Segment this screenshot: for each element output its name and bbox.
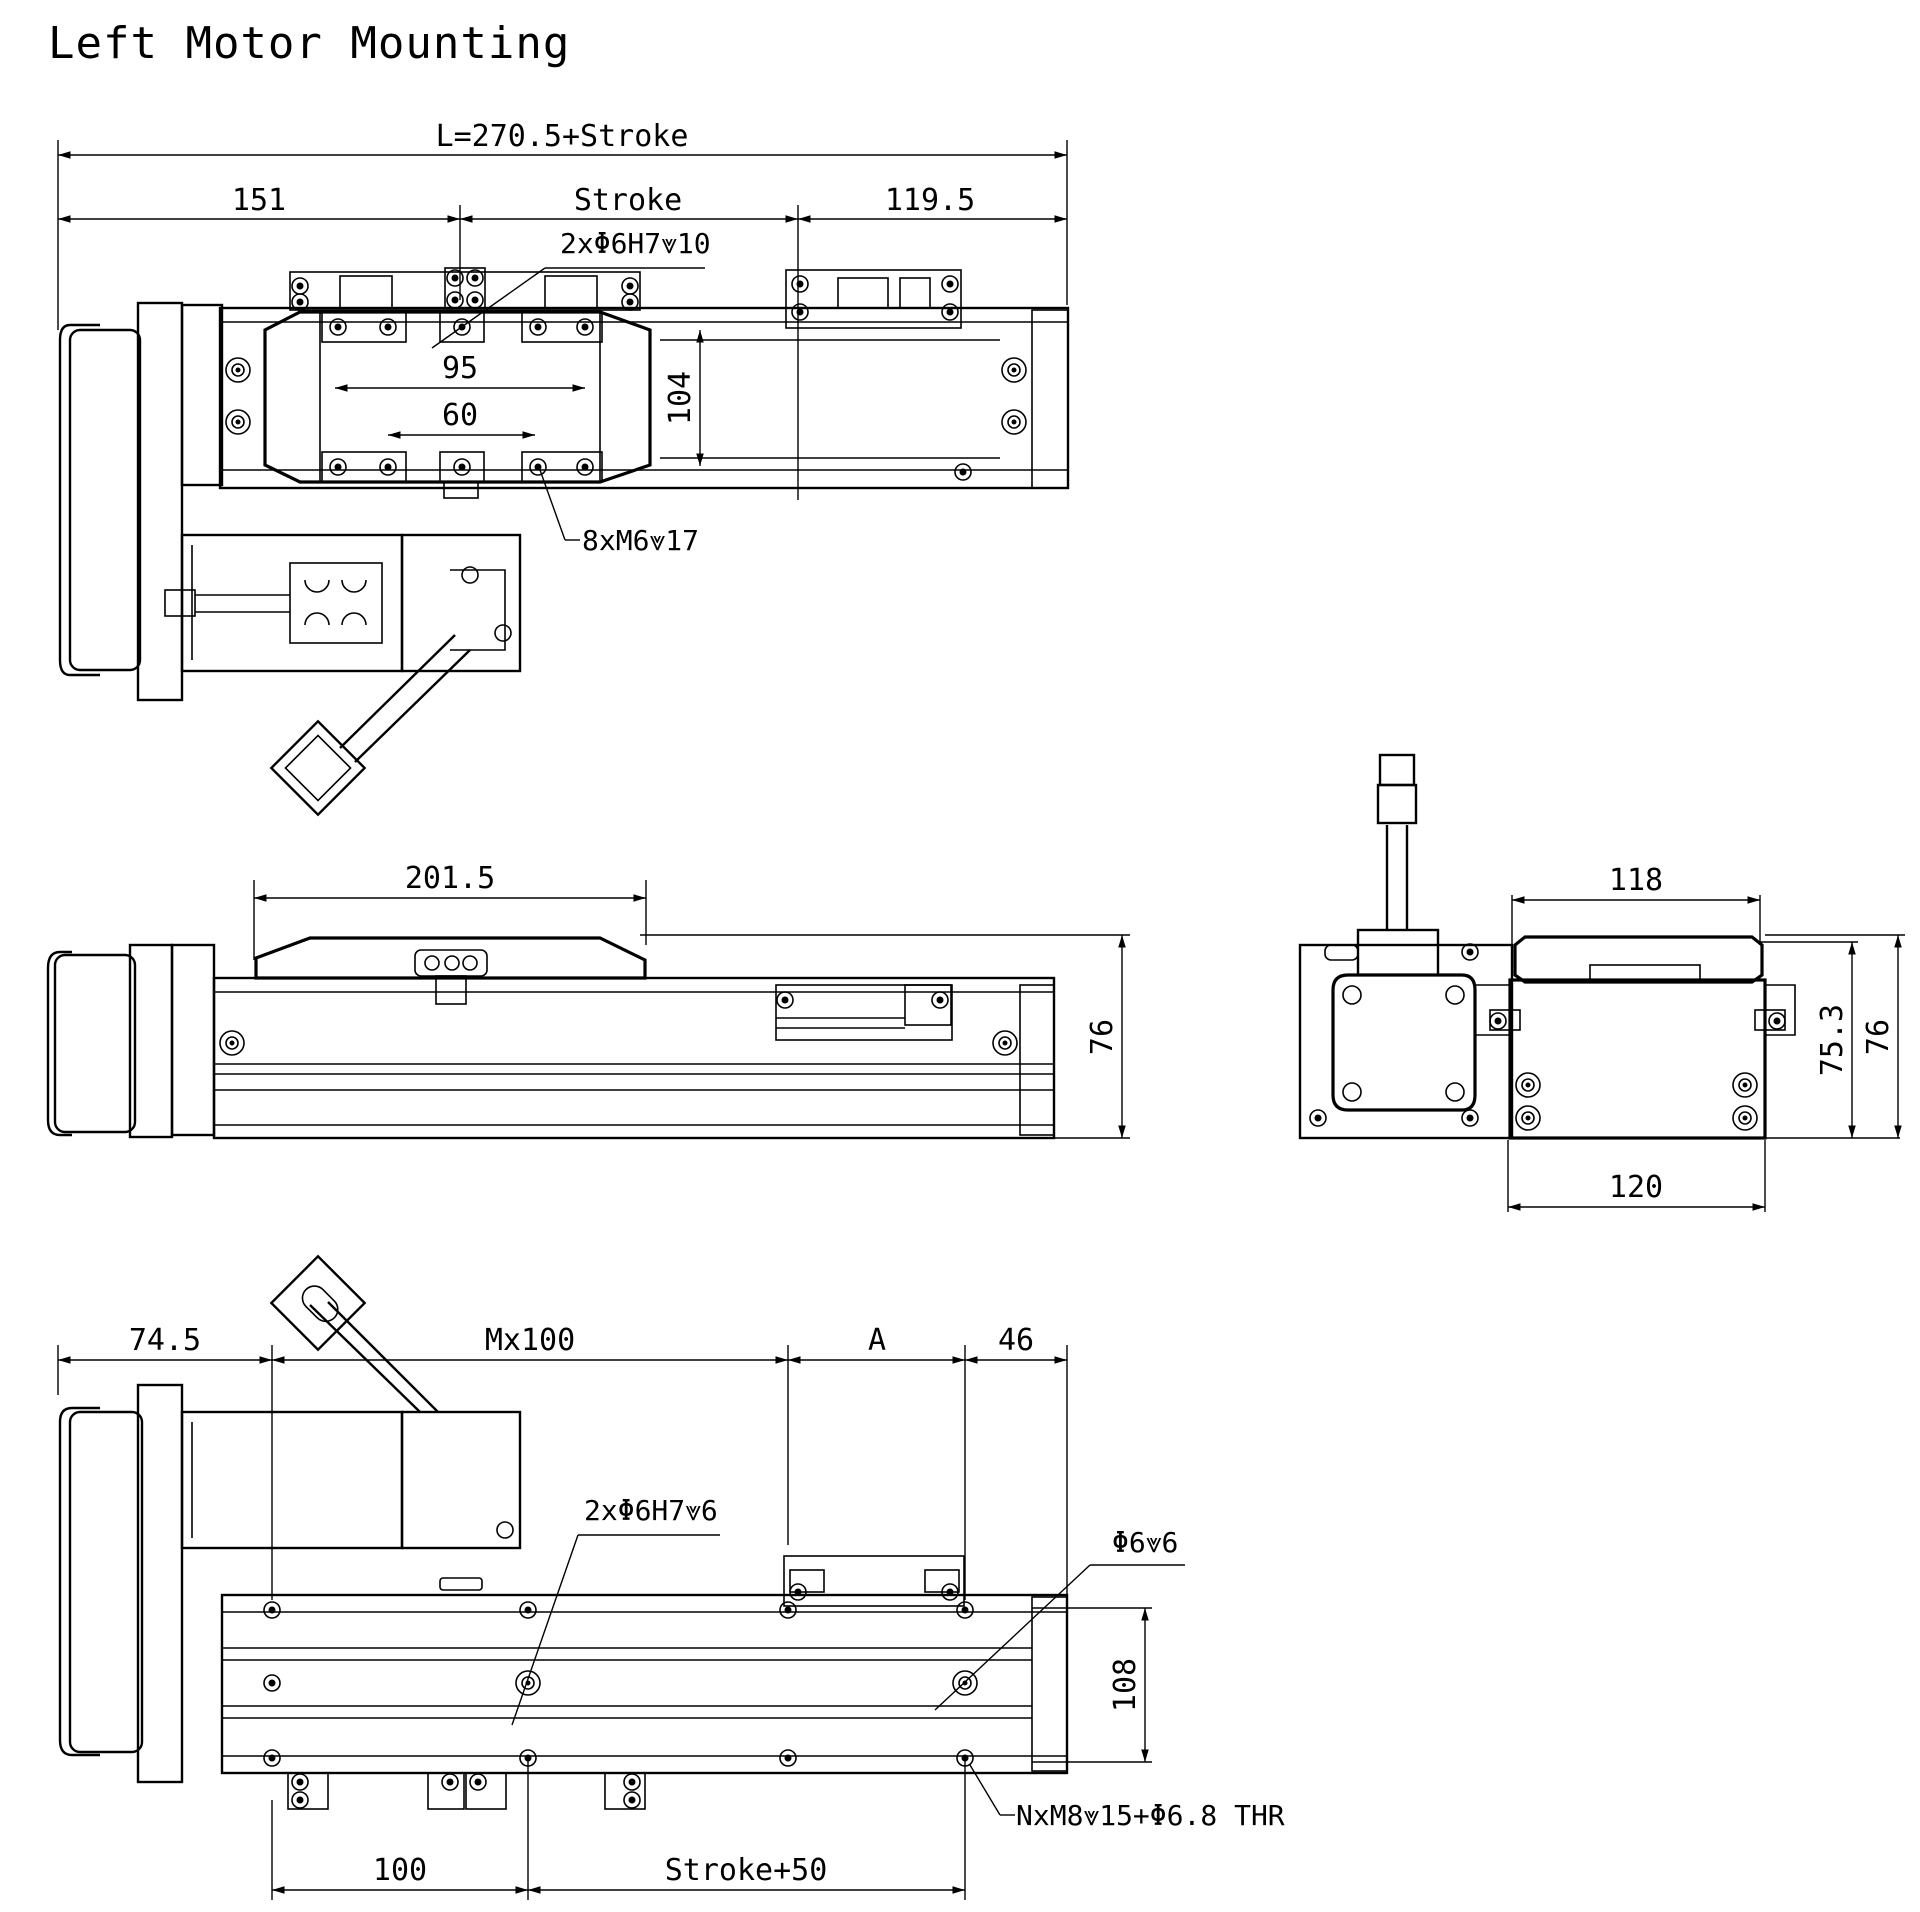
top-view: L=270.5+Stroke 151 Stroke 119.5: [57, 119, 1070, 817]
label-74-5: 74.5: [129, 1323, 201, 1358]
label-seg-119-5: 119.5: [885, 183, 975, 218]
label-pin-note-bottom: 2xΦ6H7⩔6: [584, 1494, 718, 1527]
label-a: A: [868, 1323, 886, 1358]
dim-bottom-lower-segments: 100 Stroke+50: [271, 1760, 966, 1900]
label-mx100: Mx100: [485, 1323, 575, 1358]
top-motor: [164, 533, 522, 817]
label-seg-151: 151: [232, 183, 286, 218]
label-seg-stroke: Stroke: [574, 183, 682, 218]
label-thread-note-bottom: NxM8⩔15+Φ6.8 THR: [1016, 1799, 1285, 1832]
dim-overall-length: L=270.5+Stroke: [57, 119, 1068, 330]
label-95: 95: [442, 351, 478, 386]
label-75-3: 75.3: [1815, 1004, 1850, 1076]
label-hole-note: Φ6⩔6: [1112, 1526, 1178, 1559]
side-view: 201.5 76: [46, 861, 1130, 1140]
label-120: 120: [1609, 1170, 1663, 1205]
carriage-sensor-brackets: [289, 267, 641, 311]
dim-width-120: 120: [1507, 1140, 1766, 1212]
dim-height-108: 108: [1032, 1607, 1152, 1763]
label-76-side: 76: [1085, 1019, 1120, 1055]
page-title: Left Motor Mounting: [48, 18, 571, 69]
dim-bottom-top-segments: 74.5 Mx100 A 46: [57, 1323, 1068, 1600]
dim-width-118: 118: [1511, 863, 1761, 945]
label-118: 118: [1609, 863, 1663, 898]
rail-mounting-holes: [263, 1601, 978, 1767]
carriage-bolt-pads: [321, 311, 603, 499]
label-104: 104: [663, 371, 698, 425]
dim-top-segments: 151 Stroke 119.5: [57, 183, 1067, 500]
right-limit-sensor: [785, 269, 962, 329]
end-view: 118 120 75.3 76: [1298, 753, 1905, 1212]
label-201-5: 201.5: [405, 861, 495, 896]
dim-height-76-end: 76: [1765, 934, 1905, 1138]
dim-carriage-95-60: 95 60: [335, 351, 585, 439]
bottom-view: 74.5 Mx100 A 46 108 100 Stroke+50: [57, 1254, 1285, 1900]
label-overall-length: L=270.5+Stroke: [436, 119, 689, 154]
label-pin-note-top: 2xΦ6H7⩔10: [560, 227, 711, 260]
lower-brackets: [287, 1772, 646, 1810]
dim-height-104: 104: [663, 330, 704, 466]
dim-height-76-side: 76: [640, 934, 1130, 1139]
label-stroke-50: Stroke+50: [665, 1853, 828, 1888]
dim-height-75-3: 75.3: [1760, 941, 1900, 1139]
label-108: 108: [1108, 1658, 1143, 1712]
label-60: 60: [442, 398, 478, 433]
label-46: 46: [998, 1323, 1034, 1358]
label-100: 100: [373, 1853, 427, 1888]
label-76-end: 76: [1861, 1019, 1896, 1055]
dim-carriage-201-5: 201.5: [253, 861, 647, 960]
label-thread-note-top: 8xM6⩔17: [582, 524, 699, 557]
